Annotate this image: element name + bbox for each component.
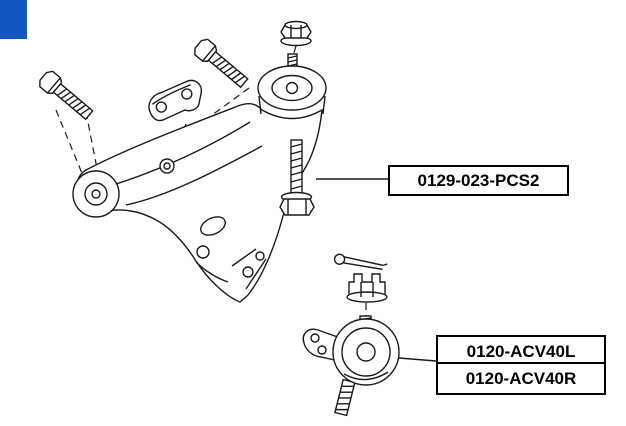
camber-bolt bbox=[279, 139, 315, 216]
cotter-pin bbox=[333, 253, 388, 271]
part-number-camber-bolt: 0129-023-PCS2 bbox=[417, 170, 540, 190]
castle-nut bbox=[346, 273, 388, 303]
brand-watermark bbox=[0, 0, 27, 39]
support-bracket bbox=[148, 79, 203, 122]
part-number-ball-joint-left: 0120-ACV40L bbox=[466, 341, 576, 361]
rear-arm-bolt bbox=[191, 36, 252, 92]
leader-line-ball-joint bbox=[398, 357, 437, 362]
control-arm bbox=[72, 65, 327, 303]
part-number-ball-joint-right: 0120-ACV40R bbox=[465, 368, 577, 388]
flange-nut bbox=[280, 20, 312, 47]
front-arm-bolt bbox=[36, 68, 97, 124]
part-label-camber-bolt: 0129-023-PCS2 bbox=[388, 165, 569, 196]
ball-joint bbox=[302, 315, 400, 417]
part-label-ball-joint-right: 0120-ACV40R bbox=[436, 362, 606, 395]
